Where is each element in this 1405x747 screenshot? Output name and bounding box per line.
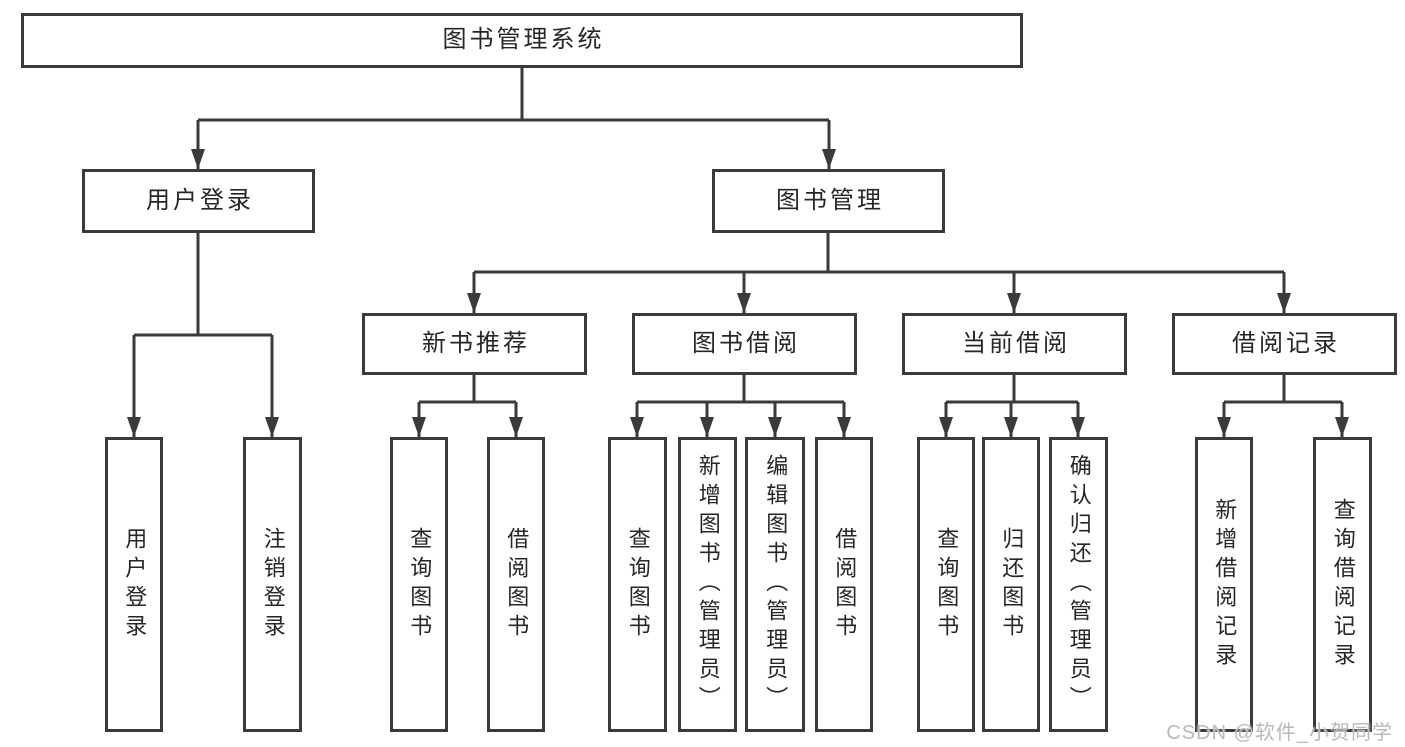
node-user-login: 用户登录 (82, 169, 315, 233)
leaf-nb-query-books: 查询图书 (390, 437, 448, 732)
leaf-br-query-record: 查询借阅记录 (1313, 437, 1372, 732)
node-borrow-records: 借阅记录 (1172, 313, 1397, 375)
node-current-borrow: 当前借阅 (902, 313, 1127, 375)
node-book-borrow: 图书借阅 (632, 313, 857, 375)
leaf-bb-add-books-admin: 新增图书（管理员） (678, 437, 737, 732)
leaf-cb-query-books: 查询图书 (917, 437, 975, 732)
node-library-system: 图书管理系统 (21, 13, 1023, 68)
watermark-text: CSDN @软件_小贺同学 (1166, 722, 1393, 744)
leaf-logout: 注销登录 (243, 437, 302, 732)
leaf-br-add-record: 新增借阅记录 (1195, 437, 1253, 732)
leaf-nb-borrow-books: 借阅图书 (487, 437, 545, 732)
leaf-bb-edit-books-admin: 编辑图书（管理员） (745, 437, 805, 732)
node-book-management: 图书管理 (712, 169, 945, 233)
node-new-book-recommend: 新书推荐 (362, 313, 587, 375)
leaf-bb-query-books: 查询图书 (608, 437, 667, 732)
leaf-bb-borrow-books: 借阅图书 (815, 437, 873, 732)
leaf-cb-confirm-return-admin: 确认归还（管理员） (1049, 437, 1108, 732)
leaf-user-login: 用户登录 (105, 437, 163, 732)
leaf-cb-return-books: 归还图书 (982, 437, 1040, 732)
